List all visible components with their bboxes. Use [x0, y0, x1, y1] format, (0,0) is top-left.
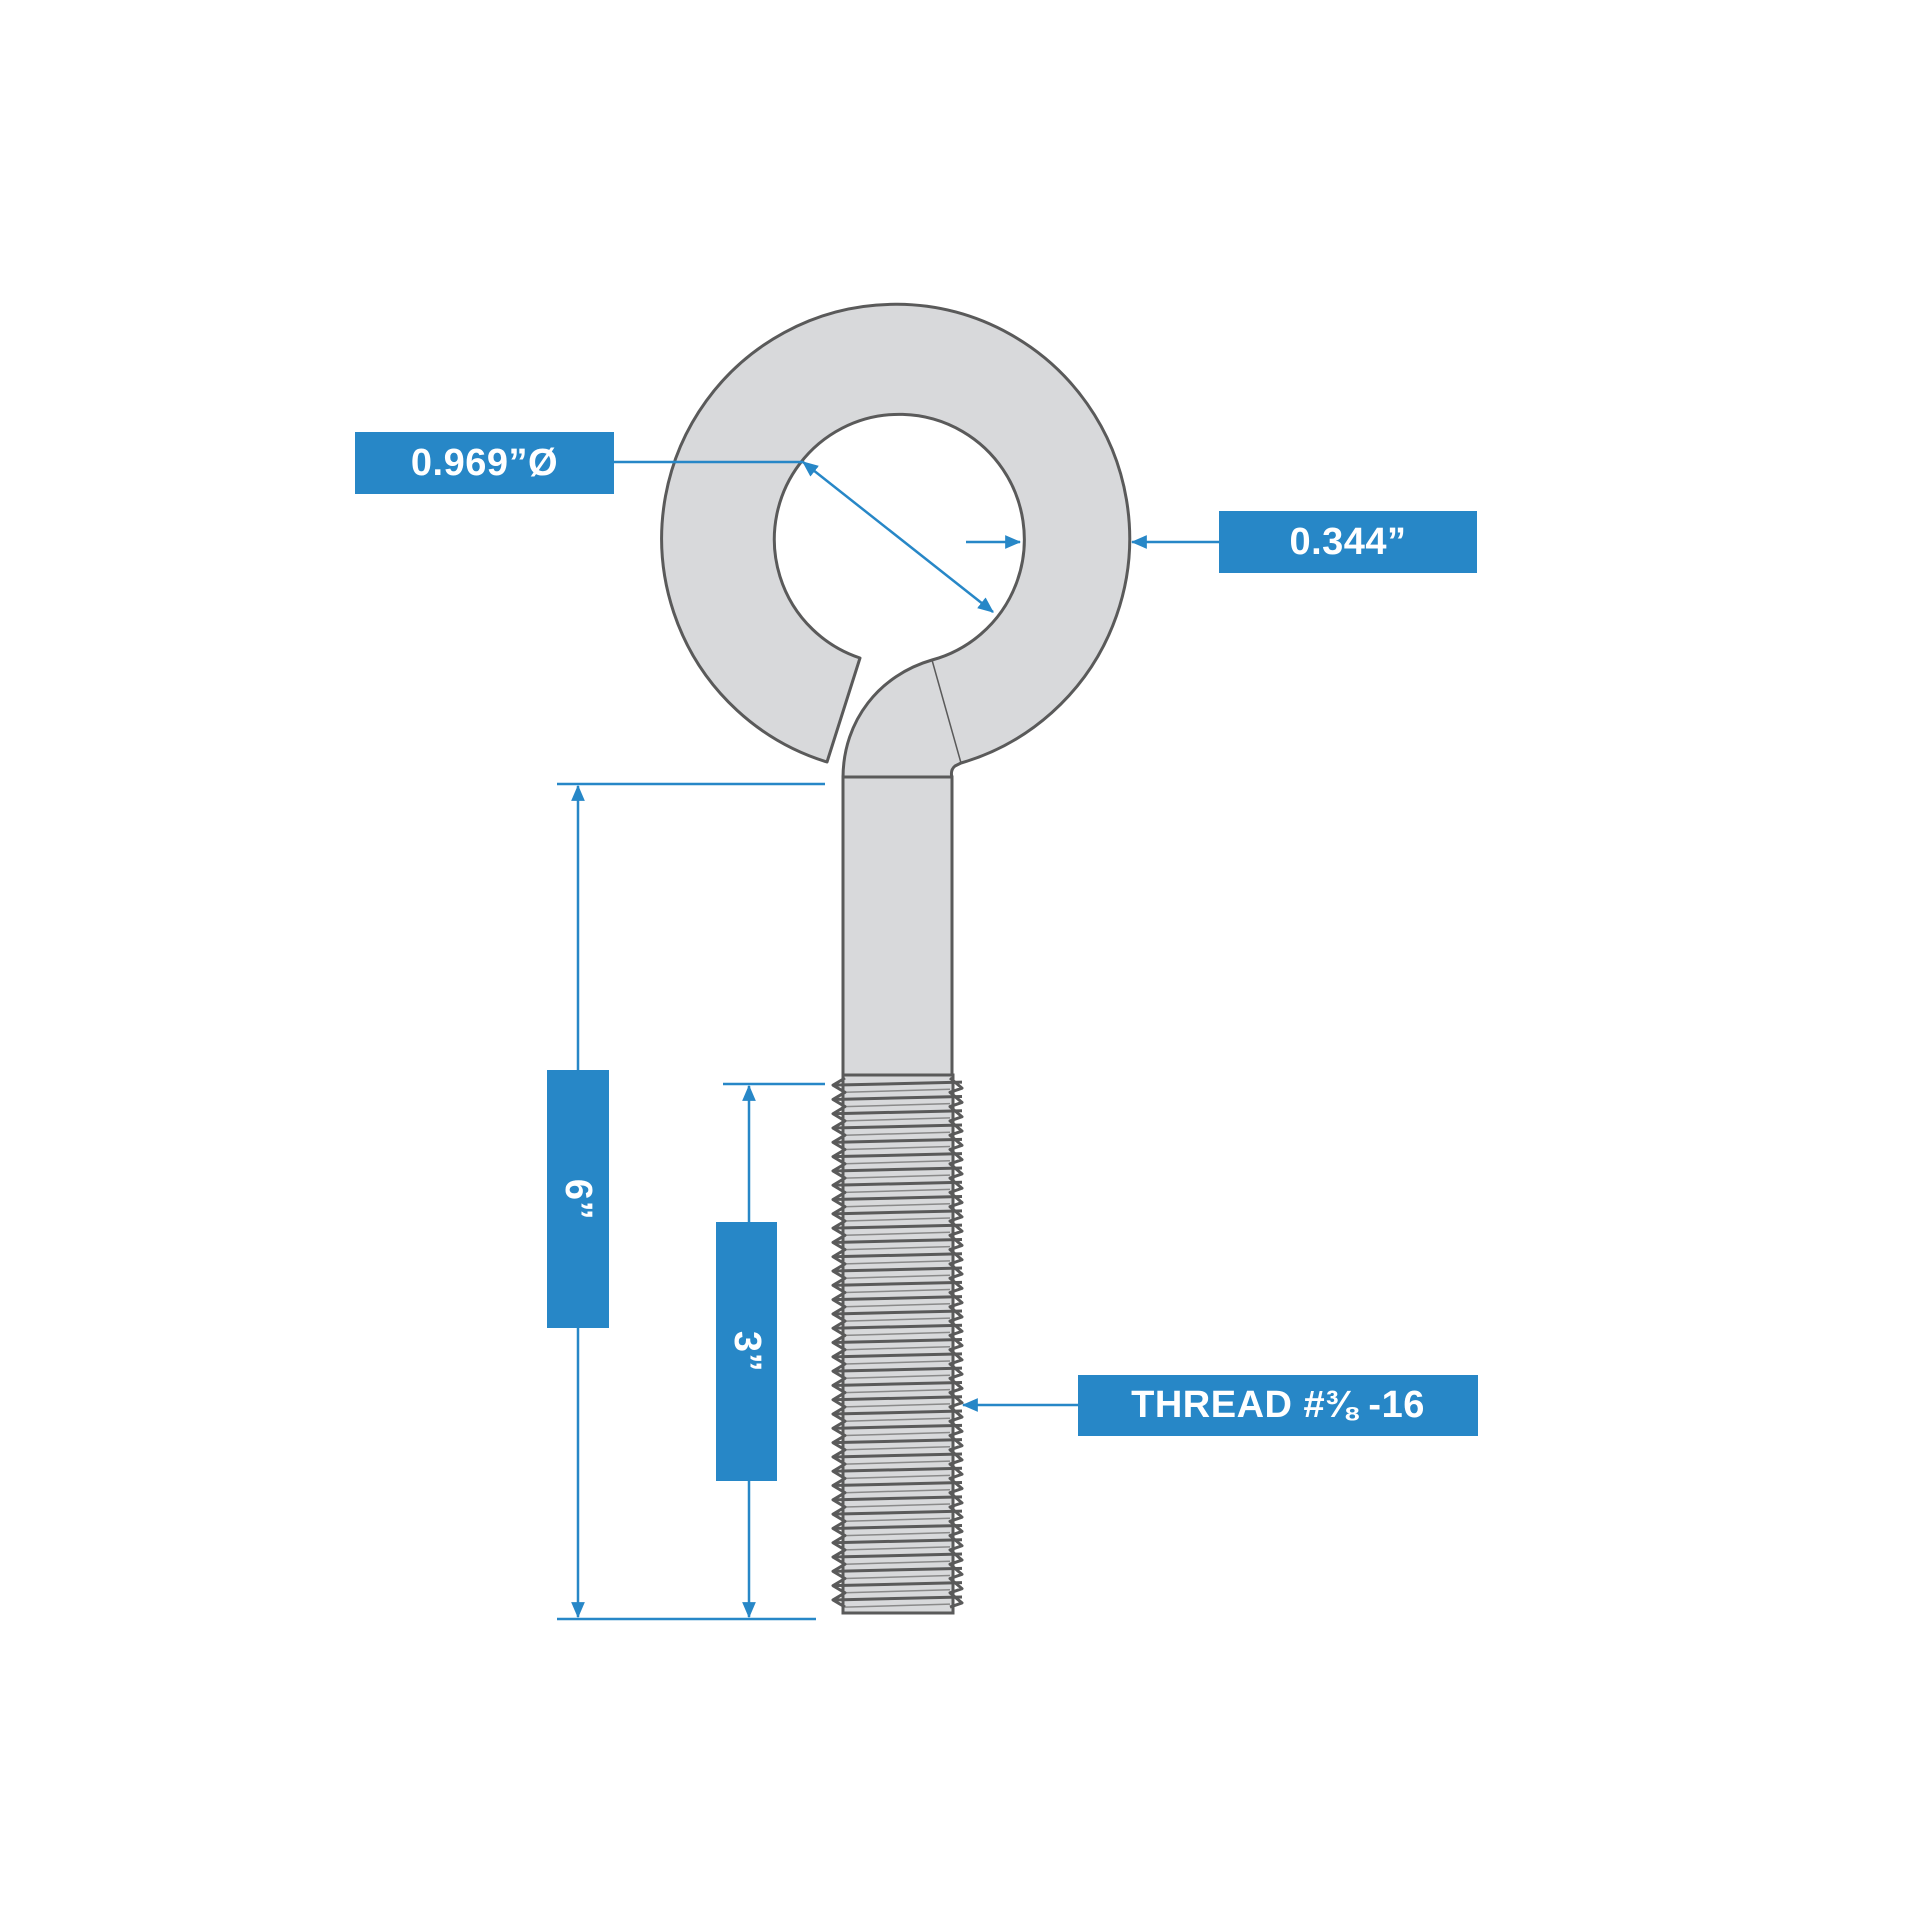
label-thread-size: THREAD #⅜ -16 — [1078, 1375, 1478, 1436]
label-shank-length-text: 6” — [557, 1178, 600, 1220]
label-eye-thickness-text: 0.344” — [1289, 520, 1407, 563]
label-eye-thickness: 0.344” — [1219, 511, 1477, 573]
dimension-eye-diameter — [614, 460, 994, 613]
label-thread-length-text: 3” — [725, 1330, 768, 1373]
label-eye-diameter-text: 0.969”Ø — [410, 441, 559, 484]
eye-ring-body — [660, 302, 1132, 780]
eye-ring — [660, 302, 1132, 780]
dimension-thread-length — [723, 1082, 825, 1619]
label-thread-size-text: THREAD #⅜ -16 — [1131, 1384, 1425, 1426]
eye-neck-seam — [931, 659, 962, 764]
dimension-shank-length — [557, 782, 825, 1621]
threaded-section — [831, 1073, 964, 1615]
label-thread-length: 3” — [716, 1222, 777, 1481]
shank — [841, 775, 954, 1079]
label-shank-length: 6” — [547, 1070, 609, 1328]
label-eye-diameter: 0.969”Ø — [355, 432, 614, 494]
